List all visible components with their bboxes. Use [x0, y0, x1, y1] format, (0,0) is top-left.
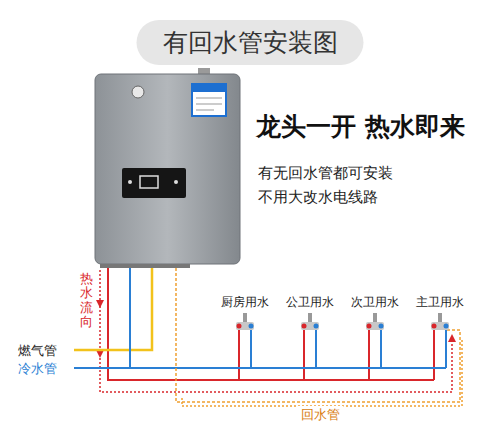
pipe-label: 燃气管	[18, 342, 57, 360]
note-text: 不用大改水电线路	[258, 188, 378, 207]
faucet-icons	[236, 313, 449, 330]
arrow-head	[448, 334, 456, 342]
gas-pipe	[74, 268, 152, 350]
return-pipe	[176, 268, 462, 406]
cold-water-pipe	[74, 268, 446, 368]
hot-water-pipe	[108, 268, 434, 380]
pipe-label: 回水管	[297, 406, 344, 424]
slogan: 龙头一开 热水即来	[256, 110, 465, 143]
flow-label: 热水流向	[80, 272, 93, 329]
outlet-label: 厨房用水	[221, 294, 269, 311]
water-heater	[95, 68, 240, 268]
pipe-label: 冷水管	[18, 360, 57, 378]
outlet-label: 次卫用水	[351, 294, 399, 311]
outlet-label: 主卫用水	[416, 294, 464, 311]
note-text: 有无回水管都可安装	[258, 164, 393, 183]
diagram-title: 有回水管安装图	[137, 20, 364, 65]
arrow-head	[96, 300, 104, 308]
outlet-label: 公卫用水	[286, 294, 334, 311]
